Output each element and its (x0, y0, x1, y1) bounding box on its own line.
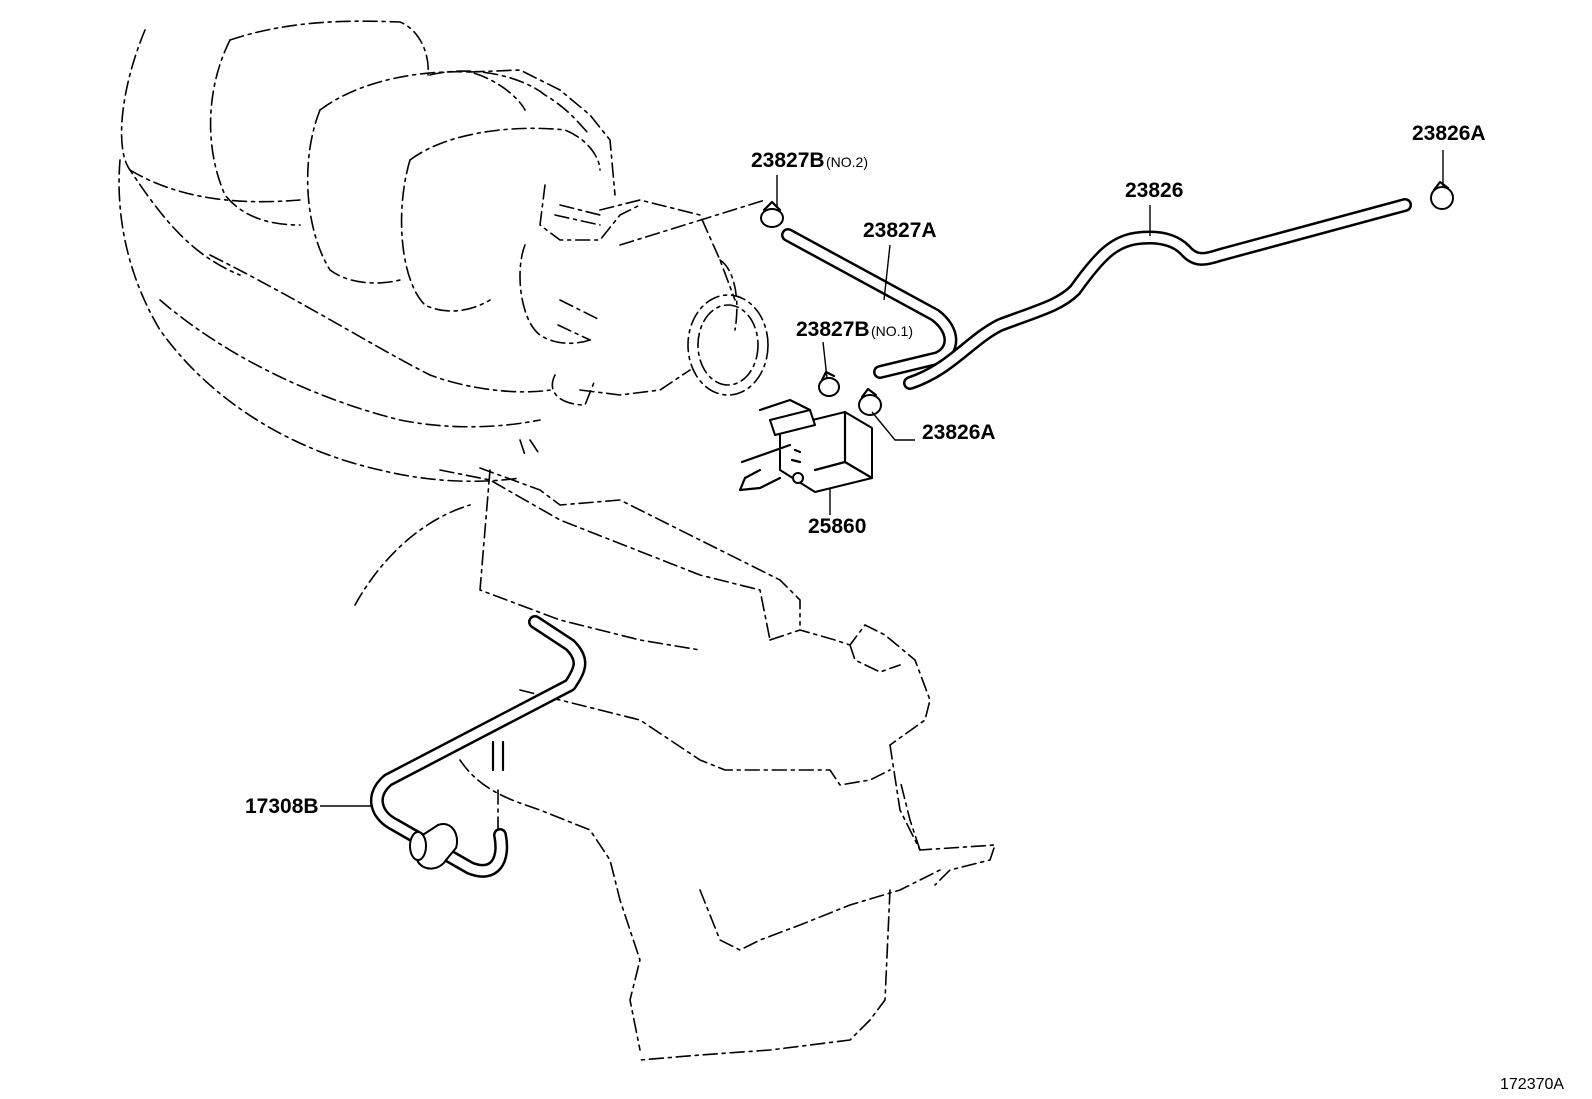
hose-17308b (369, 615, 587, 878)
part-labels: 23827B (NO.2) 23827A 23827B (NO.1) 23826… (245, 122, 1564, 1093)
label-17308b: 17308B (245, 795, 319, 818)
clip-23826a-top (1430, 180, 1454, 210)
label-23827b-no2-note: (NO.2) (826, 154, 868, 170)
vsv-25860 (738, 398, 874, 493)
label-23827b-no1: 23827B (796, 318, 870, 341)
label-23827b-no2: 23827B (751, 149, 825, 172)
label-23827a: 23827A (863, 219, 937, 242)
label-23826a-mid: 23826A (922, 421, 996, 444)
label-23827b-no1-note: (NO.1) (871, 323, 913, 339)
hose-23826 (903, 198, 1412, 390)
clip-23826a-mid (858, 387, 882, 416)
clip-23827b-no2 (760, 200, 784, 228)
engine-outline (118, 20, 996, 1061)
figure-reference: 172370A (1500, 1076, 1564, 1093)
leaders (320, 150, 1444, 807)
label-23826a-top: 23826A (1412, 122, 1486, 145)
label-23826: 23826 (1125, 179, 1183, 202)
hose-23827a (781, 228, 958, 379)
clip-23827b-no1 (818, 370, 840, 397)
label-25860: 25860 (808, 515, 866, 538)
